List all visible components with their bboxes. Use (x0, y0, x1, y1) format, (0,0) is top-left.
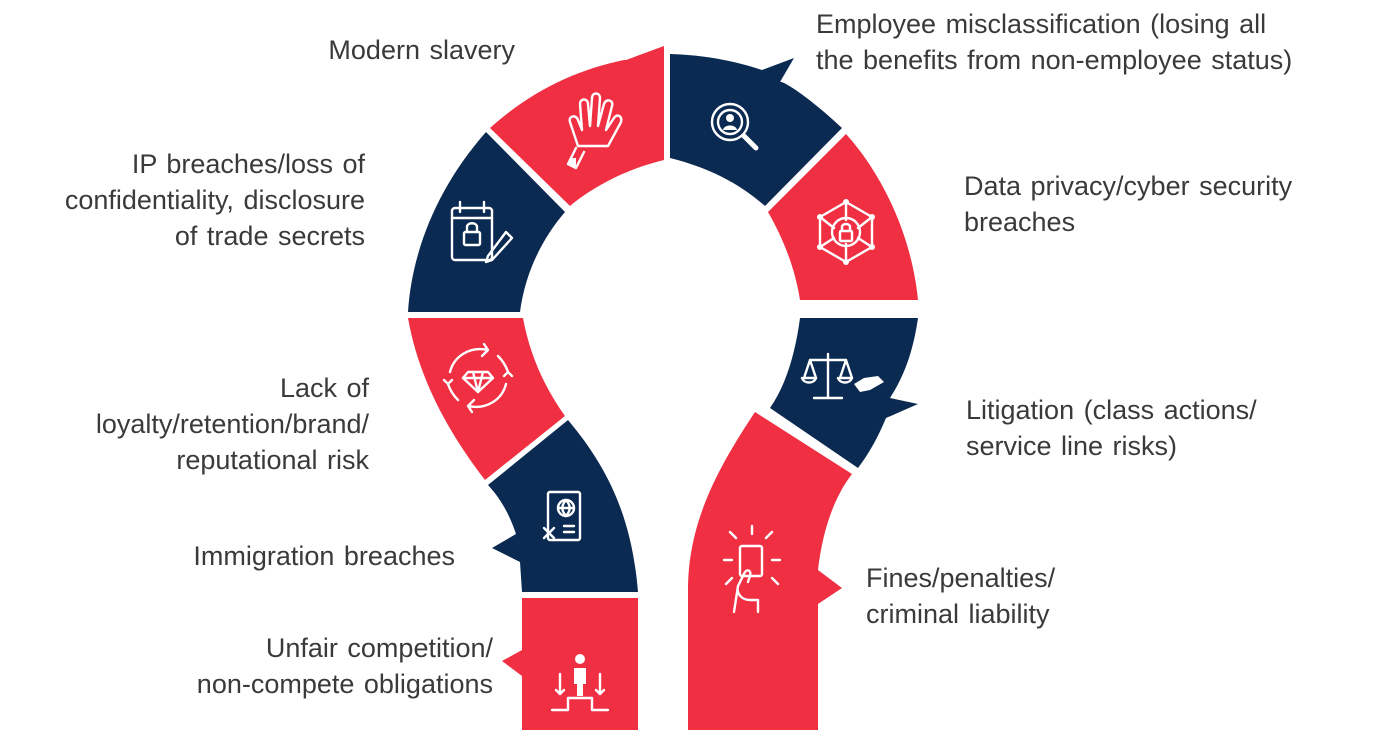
network-lock-icon (817, 199, 875, 265)
label-misclassification: Employee misclassification (losing all t… (816, 9, 1293, 75)
diamond-cycle-icon (442, 342, 514, 414)
label-data-privacy: Data privacy/cyber security breaches (964, 171, 1293, 237)
segment-litigation (770, 318, 918, 468)
scales-icon (800, 352, 884, 400)
segment-fines (688, 412, 852, 730)
segment-shapes (408, 46, 918, 730)
segment-unfair-competition (502, 598, 638, 730)
hand-stop-icon (566, 92, 623, 170)
people-podium-icon (550, 654, 610, 712)
magnifier-person-icon (710, 102, 759, 151)
segment-misclassification (670, 54, 842, 206)
label-modern-slavery: Modern slavery (328, 35, 515, 65)
label-immigration: Immigration breaches (193, 541, 455, 571)
label-loyalty: Lack of loyalty/retention/brand/ reputat… (95, 373, 369, 475)
locked-document-icon (450, 200, 514, 264)
passport-icon (542, 490, 582, 542)
label-ip-breaches: IP breaches/loss of confidentiality, dis… (64, 149, 365, 251)
label-litigation: Litigation (class actions/ service line … (966, 395, 1257, 461)
segment-modern-slavery (490, 46, 664, 206)
label-fines: Fines/penalties/ criminal liability (866, 563, 1056, 629)
segment-data-privacy (768, 134, 918, 300)
segment-loyalty (408, 318, 565, 480)
segment-ip-breaches (408, 132, 565, 312)
card-alert-icon (722, 524, 782, 614)
label-unfair-competition: Unfair competition/ non-compete obligati… (196, 633, 493, 699)
